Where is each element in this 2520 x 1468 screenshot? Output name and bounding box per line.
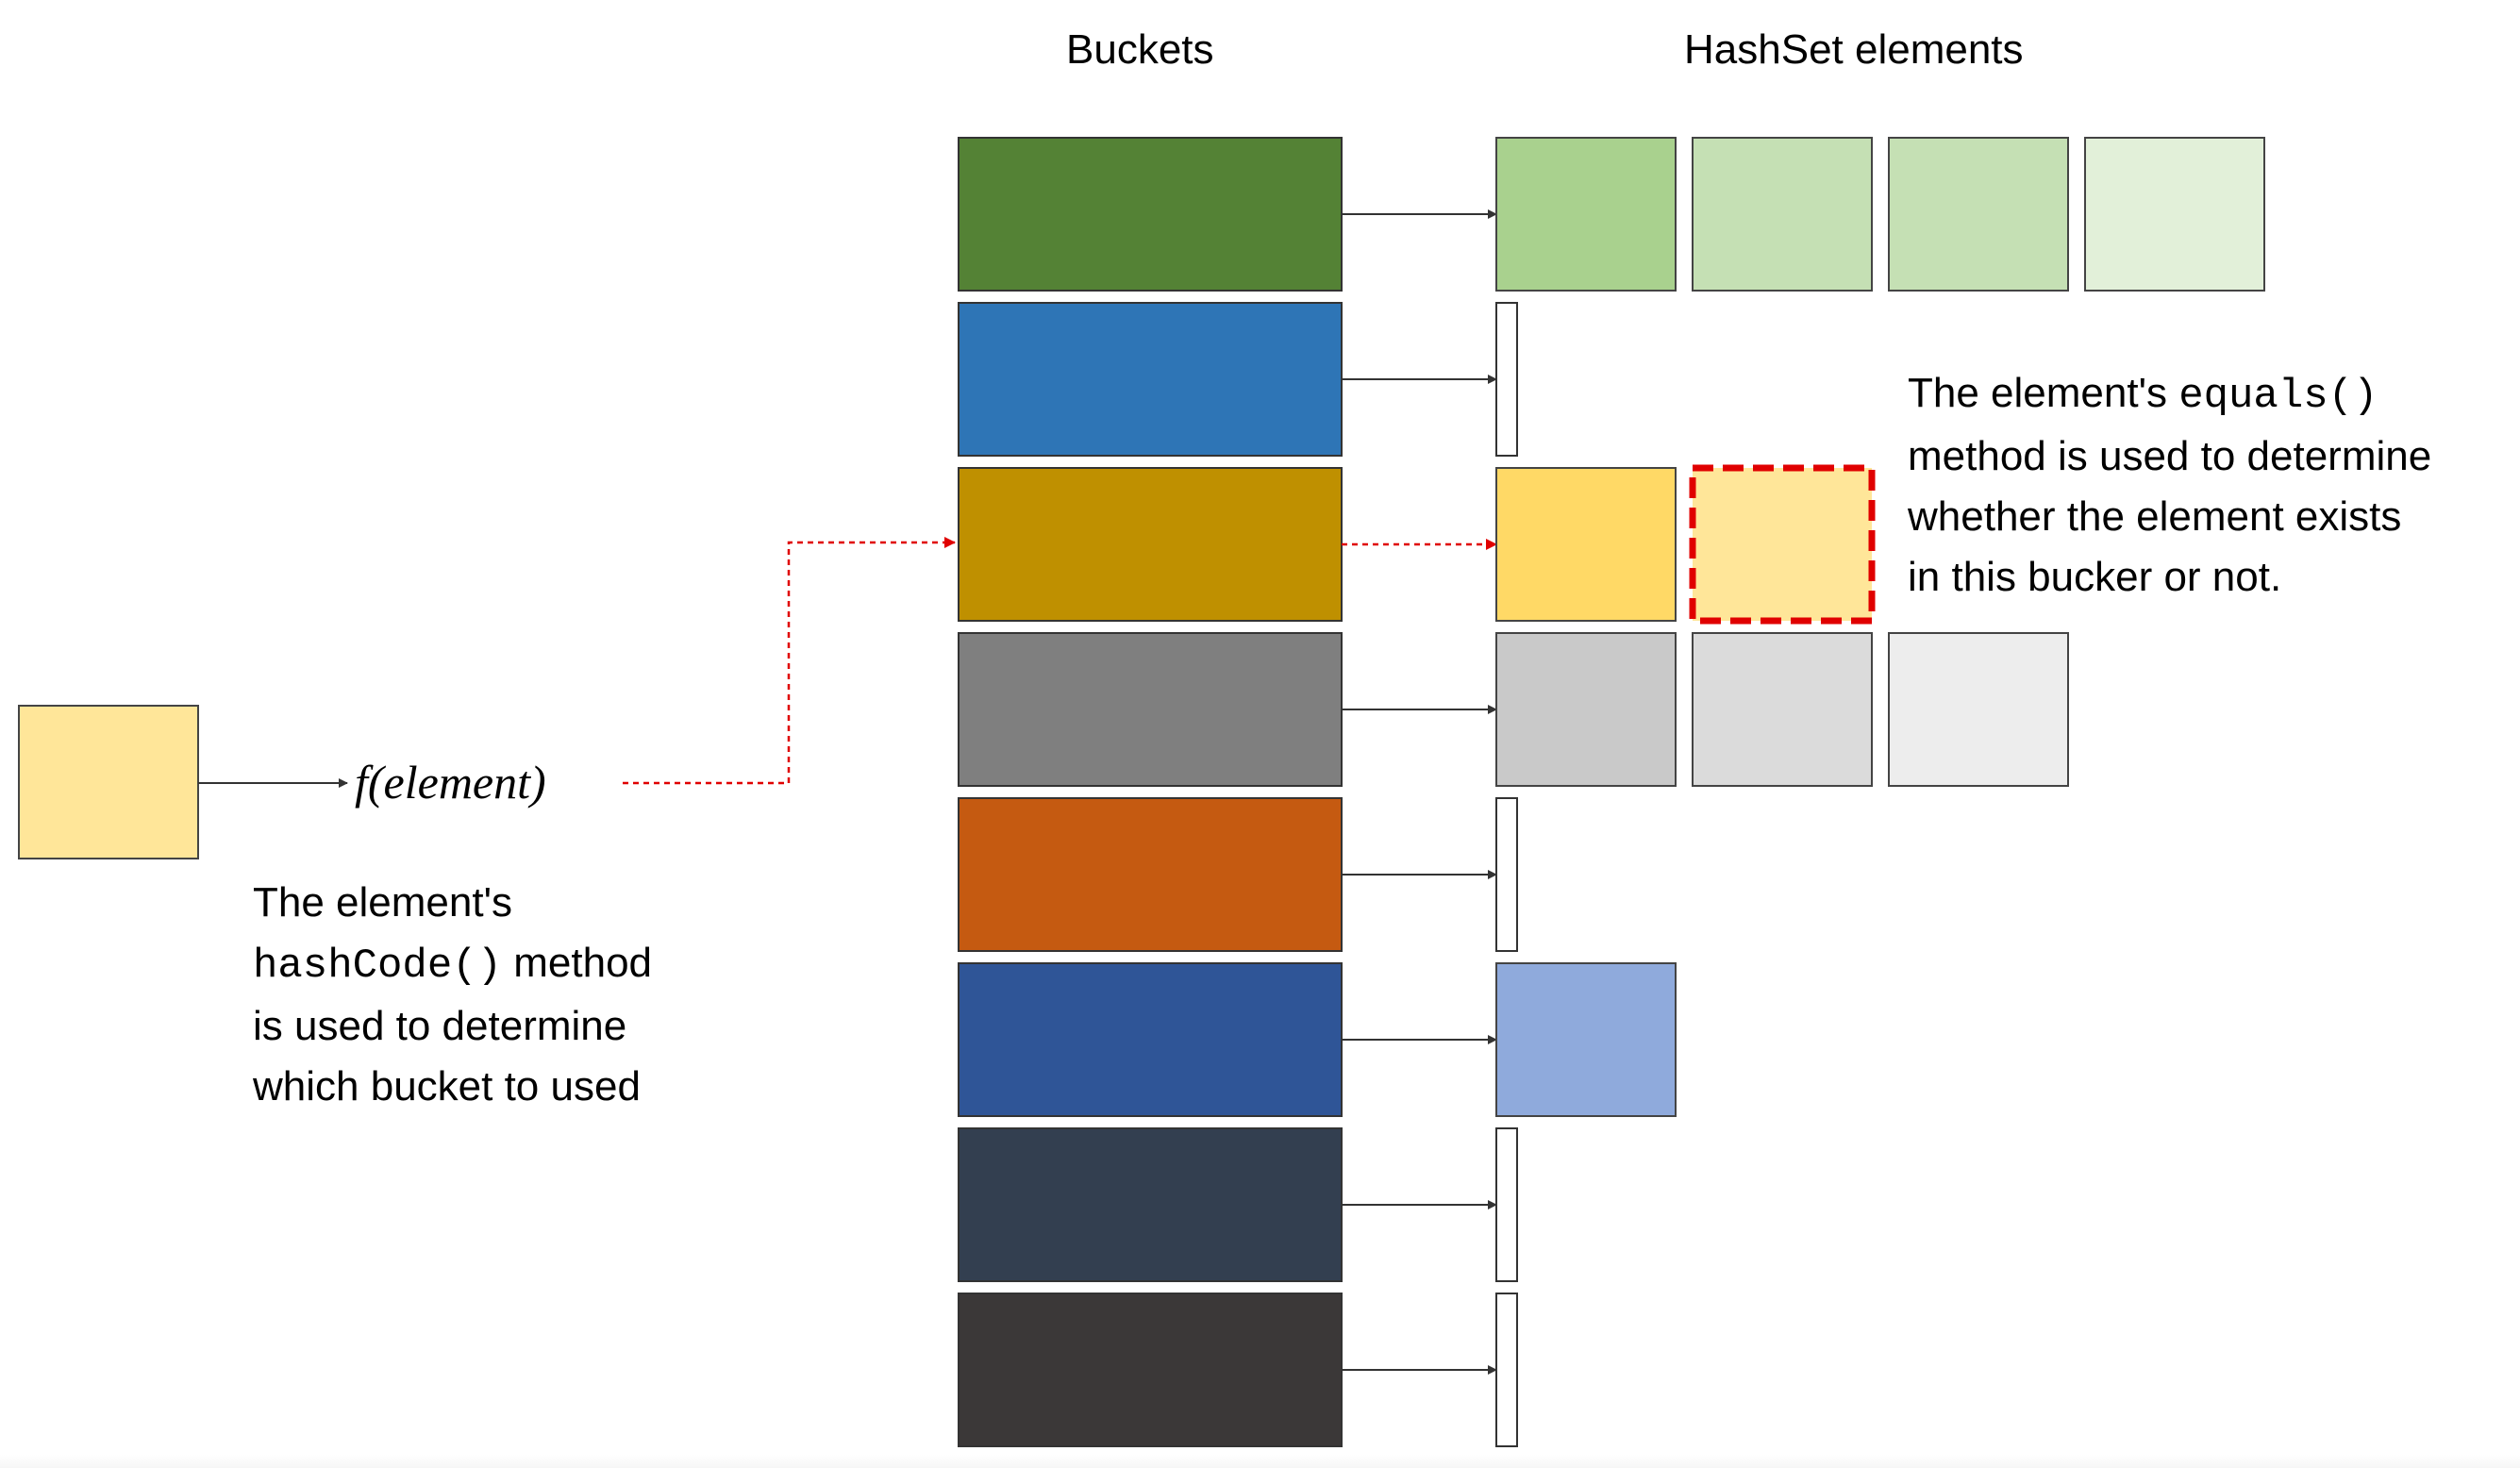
empty-bucket-slot-8: [1495, 1293, 1518, 1447]
equals-note: The element's equals() method is used to…: [1908, 363, 2431, 608]
bucket-1: [958, 137, 1343, 292]
element-6-1: [1495, 962, 1677, 1117]
empty-bucket-slot-5: [1495, 797, 1518, 952]
equals-note-prefix: The element's: [1908, 370, 2179, 416]
hashcode-code: hashCode(): [253, 943, 503, 990]
equals-note-line4: in this bucker or not.: [1908, 554, 2282, 600]
hash-path-arrow: [623, 537, 956, 785]
bucket-7: [958, 1127, 1343, 1282]
hashcode-note-line4: which bucket to used: [253, 1063, 641, 1109]
equals-note-line1: The element's equals(): [1908, 363, 2431, 426]
buckets-heading: Buckets: [1066, 26, 1214, 73]
equals-note-line2: method is used to determine: [1908, 433, 2432, 479]
hashcode-note-method: method: [502, 940, 653, 986]
hash-function-label: f(element): [355, 756, 546, 809]
bucket-2: [958, 302, 1343, 457]
candidate-element: [1689, 464, 1876, 625]
hashset-elements: [1495, 137, 2265, 1447]
hashcode-note-line2: hashCode() method: [253, 933, 652, 996]
bucket-3: [958, 467, 1343, 622]
buckets-column: [958, 137, 1343, 1447]
empty-bucket-slot-2: [1495, 302, 1518, 457]
bucket-6: [958, 962, 1343, 1117]
equals-note-line3: whether the element exists: [1908, 493, 2402, 540]
element-1-2: [1692, 137, 1873, 292]
element-4-2: [1692, 632, 1873, 787]
element-1-4: [2084, 137, 2265, 292]
element-4-3: [1888, 632, 2069, 787]
bucket-5: [958, 797, 1343, 952]
element-1-3: [1888, 137, 2069, 292]
bottom-fade: [0, 1455, 2520, 1468]
elements-heading: HashSet elements: [1684, 26, 2024, 73]
hashcode-note-line1: The element's: [253, 879, 512, 926]
element-3-1: [1495, 467, 1677, 622]
hashcode-note-line3: is used to determine: [253, 1003, 627, 1049]
bucket-4: [958, 632, 1343, 787]
hashcode-note: The element's hashCode() method is used …: [253, 873, 652, 1117]
empty-bucket-slot-7: [1495, 1127, 1518, 1282]
element-4-1: [1495, 632, 1677, 787]
bucket-8: [958, 1293, 1343, 1447]
element-1-1: [1495, 137, 1677, 292]
bucket-links: [1342, 209, 1497, 1375]
input-element-box: [18, 705, 199, 859]
equals-code: equals(): [2178, 373, 2378, 420]
